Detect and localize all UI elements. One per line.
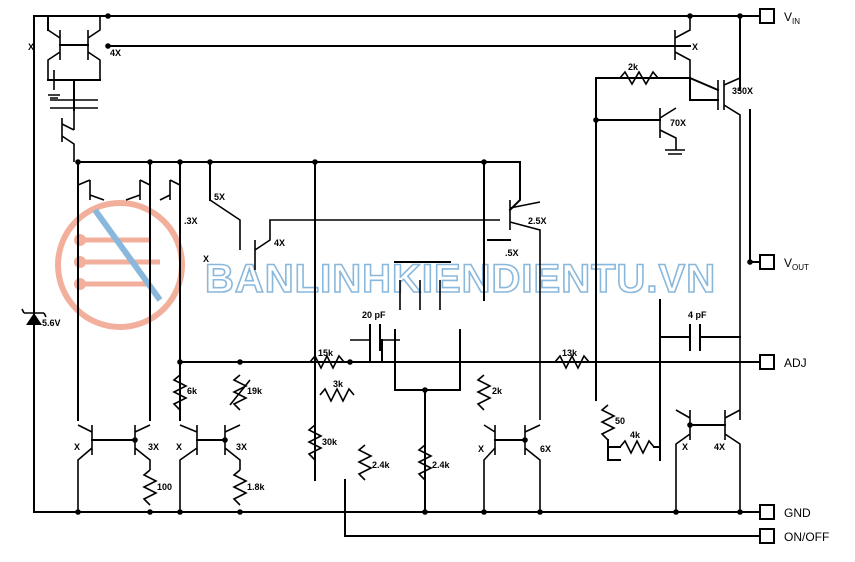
- label-r-2-4k-a: 2.4k: [372, 460, 391, 470]
- pin-gnd-label: GND: [784, 506, 811, 520]
- pin-onoff-label: ON/OFF: [784, 530, 829, 544]
- resistor-group: [142, 70, 661, 506]
- pin-gnd-terminal[interactable]: [759, 504, 775, 520]
- label-r-30k: 30k: [322, 437, 338, 447]
- label-ratio-5x-small: .5X: [505, 248, 519, 258]
- label-r-6k: 6k: [187, 386, 198, 396]
- label-ratio-350x: 350X: [732, 86, 753, 96]
- resistor-2k-top: [619, 70, 659, 86]
- label-r-2k-top: 2k: [628, 62, 639, 72]
- label-c-20pf: 20 pF: [362, 310, 386, 320]
- bottom-mirrors: [77, 299, 741, 512]
- label-r-4k: 4k: [630, 430, 641, 440]
- resistor-30k: [307, 424, 323, 461]
- label-ratio-4x-mid: 4X: [274, 238, 285, 248]
- label-r-50: 50: [615, 416, 625, 426]
- pin-adj-terminal[interactable]: [759, 354, 775, 370]
- resistor-6k: [172, 374, 188, 411]
- label-ratio-x-bl: X: [74, 442, 80, 452]
- rails: [33, 15, 761, 537]
- resistor-2k-mid: [476, 374, 492, 411]
- label-ratio-3x-a: .3X: [184, 216, 198, 226]
- pin-vin-label: VIN: [784, 10, 800, 26]
- label-ratio-x-b3: X: [478, 444, 484, 454]
- resistor-2-4k-a: [357, 444, 373, 481]
- resistor-100: [142, 469, 158, 506]
- component-labels: 2k 15k 3k 30k 2.4k 2.4k 13k 2k 6k 19k 1.…: [28, 42, 753, 492]
- top-mirror: [47, 15, 101, 162]
- label-ratio-x-b2: X: [176, 442, 182, 452]
- resistor-4k: [619, 439, 655, 455]
- label-ratio-3x-bl: 3X: [148, 442, 159, 452]
- pin-terminals: [759, 8, 775, 544]
- pin-labels: VIN VOUT ADJ GND ON/OFF: [784, 10, 829, 544]
- label-zener: 5.6V: [42, 318, 61, 328]
- junction-dots: [75, 13, 753, 515]
- label-r-19k: 19k: [247, 386, 263, 396]
- pin-vin-terminal[interactable]: [759, 8, 775, 24]
- label-r-13k: 13k: [562, 348, 578, 358]
- label-r-2-4k-b: 2.4k: [432, 460, 451, 470]
- pin-onoff-terminal[interactable]: [759, 528, 775, 544]
- label-r-15k: 15k: [318, 348, 334, 358]
- resistor-1-8k: [232, 469, 248, 506]
- label-ratio-3x-b2: 3X: [236, 442, 247, 452]
- zener-diode: [21, 308, 47, 325]
- watermark: BANLINHKIENDIENTU.VN: [55, 200, 716, 330]
- middle-mirror: [77, 161, 541, 481]
- label-ratio-2-5x: 2.5X: [528, 216, 547, 226]
- label-r-1-8k: 1.8k: [247, 482, 266, 492]
- label-r-100: 100: [157, 482, 172, 492]
- pin-adj-label: ADJ: [784, 356, 807, 370]
- resistor-3k: [319, 387, 355, 403]
- watermark-logo-icon: [55, 200, 185, 330]
- label-ratio-6x: 6X: [540, 444, 551, 454]
- capacitor-4pf: [659, 324, 741, 351]
- label-ratio-4x-br: 4X: [714, 442, 725, 452]
- resistor-19k: [229, 374, 251, 411]
- label-r-3k: 3k: [333, 379, 344, 389]
- label-ratio-4x-top: 4X: [110, 48, 121, 58]
- capacitor-group: [369, 324, 741, 351]
- top-right-section: [595, 16, 741, 420]
- label-ratio-70x: 70X: [670, 118, 686, 128]
- label-c-4pf: 4 pF: [688, 310, 707, 320]
- label-ratio-x-br: X: [682, 442, 688, 452]
- resistor-50: [600, 404, 616, 441]
- label-ratio-x-top-right: X: [692, 42, 698, 52]
- label-r-2k-mid: 2k: [492, 386, 503, 396]
- pin-vout-terminal[interactable]: [759, 254, 775, 270]
- label-ratio-x-tl: X: [28, 42, 34, 52]
- pin-vout-label: VOUT: [784, 256, 809, 272]
- label-ratio-x-mid: X: [203, 254, 209, 264]
- resistor-15k: [309, 354, 345, 370]
- capacitor-20pf: [369, 324, 381, 351]
- watermark-text: BANLINHKIENDIENTU.VN: [205, 257, 716, 301]
- differential-pair: [350, 261, 461, 513]
- label-ratio-5x: 5X: [214, 192, 225, 202]
- resistor-2-4k-b: [417, 444, 433, 481]
- resistor-13k: [554, 354, 590, 370]
